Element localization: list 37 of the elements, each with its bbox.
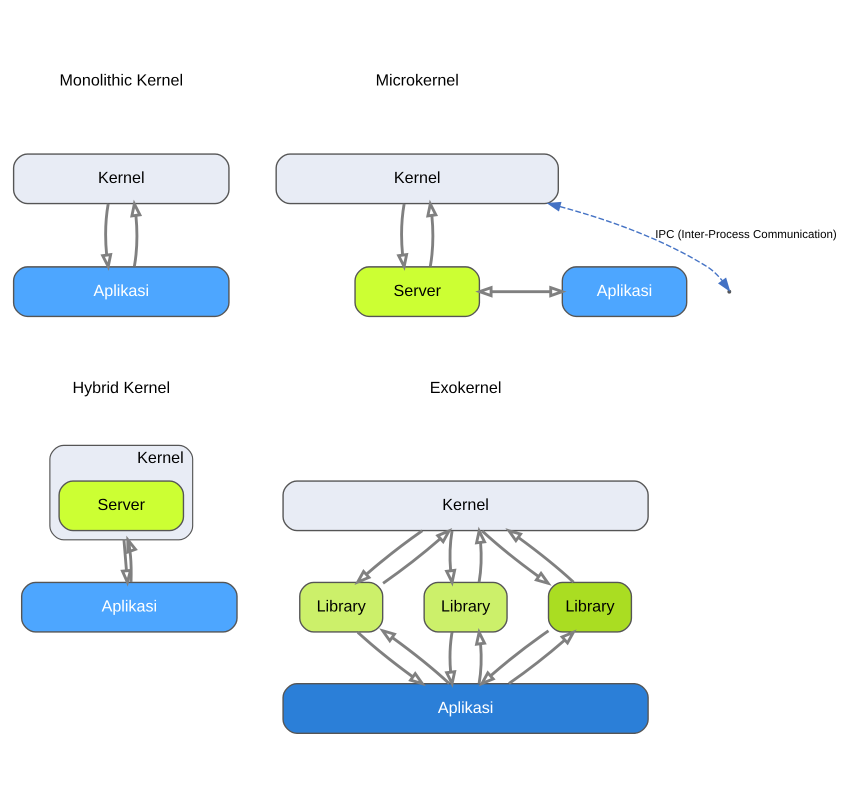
arrow xyxy=(130,200,142,267)
arrow xyxy=(444,632,456,688)
arrow xyxy=(546,202,730,292)
arrow xyxy=(382,528,452,584)
arrow xyxy=(426,200,438,267)
label: Exokernel xyxy=(429,379,501,398)
node-box: Library xyxy=(422,582,508,633)
arrow xyxy=(100,204,112,271)
arrow xyxy=(480,530,552,586)
node-box: Kernel xyxy=(274,153,558,204)
arrow xyxy=(474,628,486,684)
arrow xyxy=(478,630,549,686)
label: Hybrid Kernel xyxy=(72,379,170,398)
node-box: Library xyxy=(298,582,383,633)
arrow xyxy=(378,628,450,685)
node-box: Aplikasi xyxy=(20,582,238,633)
node-box: Server xyxy=(58,480,184,532)
node-box: Kernel xyxy=(12,153,230,204)
node-box: Aplikasi xyxy=(282,683,648,734)
node-box: Kernel xyxy=(282,480,648,532)
arrow xyxy=(504,528,574,584)
arrow xyxy=(444,530,456,587)
node-box: Server xyxy=(354,266,480,318)
node-box: Aplikasi xyxy=(12,266,230,318)
node-box: Aplikasi xyxy=(561,266,687,318)
arrow xyxy=(120,540,132,587)
arrow xyxy=(508,629,576,685)
arrow xyxy=(396,204,408,271)
arrow xyxy=(356,631,426,686)
arrow xyxy=(474,526,486,582)
arrow xyxy=(126,536,138,582)
arrow xyxy=(354,530,423,586)
edge-label: IPC (Inter-Process Communication) xyxy=(654,229,836,242)
label: Monolithic Kernel xyxy=(58,72,183,90)
label: Microkernel xyxy=(375,72,458,90)
arrow xyxy=(474,286,566,298)
node-box: Library xyxy=(547,582,632,633)
